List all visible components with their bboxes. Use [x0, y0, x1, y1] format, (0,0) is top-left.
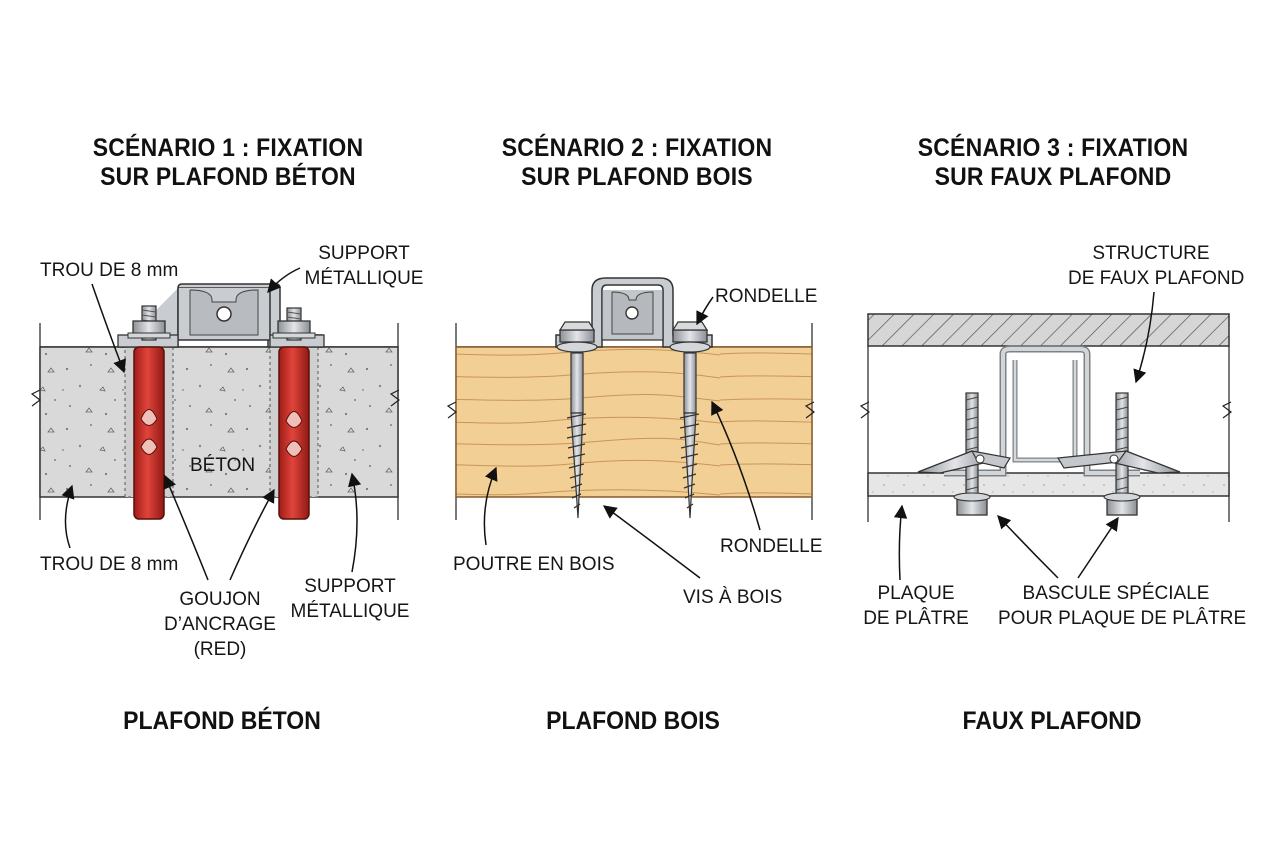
anchor-bolt-2: [272, 307, 316, 520]
scenario-3-title: SCÉNARIO 3 : FIXATION SUR FAUX PLAFOND: [878, 134, 1228, 192]
label-support-bottom-line2: MÉTALLIQUE: [290, 601, 410, 622]
label-rondelle-top: RONDELLE: [715, 286, 818, 307]
footer-faux-plafond: FAUX PLAFOND: [962, 707, 1142, 735]
scenario-1-title-line1: SCÉNARIO 1 : FIXATION: [92, 134, 364, 162]
label-trou-top: TROU DE 8 mm: [40, 260, 179, 281]
label-goujon-line2: D’ANCRAGE: [164, 614, 276, 635]
plasterboard: [867, 472, 1230, 497]
wood-scenario-drawing: [446, 277, 815, 579]
wood-leader-lines: [483, 296, 761, 579]
metal-bracket-1: [117, 283, 325, 348]
label-trou-bottom: TROU DE 8 mm: [40, 554, 179, 575]
wood-beam: [455, 346, 813, 498]
label-goujon: GOUJON D’ANCRAGE (RED): [160, 587, 280, 662]
label-support-top-line1: SUPPORT: [318, 243, 410, 264]
wood-screw-2: [669, 321, 711, 519]
label-plaque: PLAQUE DE PLÂTRE: [862, 581, 970, 631]
label-support-top: SUPPORT MÉTALLIQUE: [304, 241, 424, 291]
scenario-1-title-line2: SUR PLAFOND BÉTON: [100, 163, 356, 191]
concrete-scenario-drawing: [30, 267, 400, 581]
label-plaque-line2: DE PLÂTRE: [863, 608, 969, 629]
scenario-3-title-line1: SCÉNARIO 3 : FIXATION: [917, 134, 1189, 162]
scenario-2-title-line2: SUR PLAFOND BOIS: [521, 163, 753, 191]
toggle-bolt-1: [917, 392, 1011, 516]
label-vis: VIS À BOIS: [683, 587, 783, 608]
label-goujon-line1: GOUJON: [179, 589, 261, 610]
label-structure-line1: STRUCTURE: [1092, 243, 1210, 264]
concrete-slab: [39, 346, 399, 498]
anchor-bolt-1: [127, 305, 171, 520]
scenario-2-title: SCÉNARIO 2 : FIXATION SUR PLAFOND BOIS: [462, 134, 812, 192]
label-beton: BÉTON: [190, 455, 256, 476]
label-plaque-line1: PLAQUE: [877, 583, 955, 604]
scenario-3-title-line2: SUR FAUX PLAFOND: [934, 163, 1172, 191]
label-structure-line2: DE FAUX PLAFOND: [1068, 268, 1245, 289]
scenario-1-title: SCÉNARIO 1 : FIXATION SUR PLAFOND BÉTON: [53, 134, 403, 192]
label-structure: STRUCTURE DE FAUX PLAFOND: [1068, 241, 1245, 291]
label-bascule: BASCULE SPÉCIALE POUR PLAQUE DE PLÂTRE: [998, 581, 1247, 631]
label-goujon-line3: (RED): [193, 639, 247, 660]
toggle-bolt-2: [1057, 392, 1181, 516]
scenario-2-title-line1: SCÉNARIO 2 : FIXATION: [501, 134, 773, 162]
label-support-bottom: SUPPORT MÉTALLIQUE: [290, 574, 410, 624]
footer-plafond-beton: PLAFOND BÉTON: [123, 707, 321, 735]
label-rondelle-bottom: RONDELLE: [720, 536, 823, 557]
label-support-bottom-line1: SUPPORT: [304, 576, 396, 597]
drop-ceiling-scenario-drawing: [859, 291, 1232, 581]
label-support-top-line2: MÉTALLIQUE: [304, 268, 424, 289]
drop-ceiling-leader-lines: [893, 291, 1155, 581]
footer-plafond-bois: PLAFOND BOIS: [546, 707, 720, 735]
label-bascule-line1: BASCULE SPÉCIALE: [1022, 583, 1210, 604]
concrete-leader-lines: [61, 267, 362, 581]
label-poutre: POUTRE EN BOIS: [453, 554, 615, 575]
ceiling-frame: [944, 345, 1140, 477]
ceiling-slab: [867, 313, 1230, 347]
wood-screw-1: [556, 321, 598, 519]
label-bascule-line2: POUR PLAQUE DE PLÂTRE: [998, 608, 1247, 629]
